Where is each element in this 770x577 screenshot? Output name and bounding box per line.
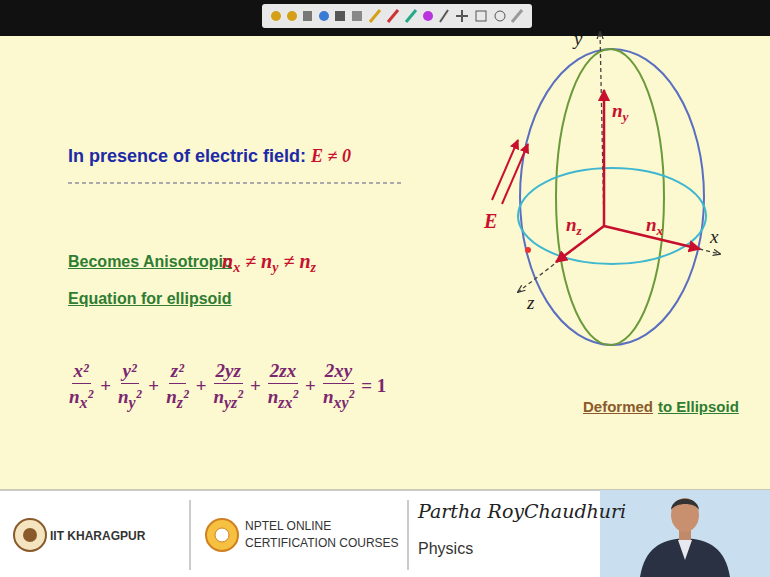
caption-word: Deformed <box>583 398 653 415</box>
field-label: E <box>484 210 497 233</box>
equation-operator: + <box>305 375 316 397</box>
denominator: nx² <box>67 384 95 412</box>
equation-operator: + <box>148 375 159 397</box>
denominator: nxy² <box>321 384 356 412</box>
equation-operator: + <box>196 375 207 397</box>
numerator: x² <box>72 360 91 384</box>
presenter <box>640 498 730 577</box>
caption-word: to Ellipsoid <box>658 398 739 415</box>
axis-label: y <box>574 28 582 50</box>
numerator: 2zx <box>268 360 298 384</box>
z-axis <box>518 226 604 292</box>
nptel-logo <box>215 528 229 542</box>
nptel-logo <box>206 519 238 551</box>
index-label: nx <box>646 214 663 236</box>
fraction: 2zxnzx² <box>266 360 300 412</box>
footer-divider <box>190 500 191 570</box>
anisotropy-condition: nx ≠ ny ≠ nz <box>222 250 316 273</box>
numerator: y² <box>121 360 139 384</box>
numerator: 2yz <box>214 360 243 384</box>
field-arrow <box>492 140 518 200</box>
presenter-name: Partha RoyChaudhuri <box>418 500 626 522</box>
footer-text: IIT KHARAGPUR <box>50 529 145 543</box>
index-label: ny <box>612 100 628 122</box>
fraction: 2yznyz² <box>211 360 244 412</box>
ny-arrow <box>603 90 606 226</box>
fraction: z²nz² <box>164 360 190 412</box>
field-arrow <box>502 144 528 204</box>
equation-operator: = 1 <box>361 375 386 397</box>
iit-logo <box>14 519 46 551</box>
footer-band <box>0 490 770 577</box>
heading-label: Becomes Anisotropic <box>68 253 232 271</box>
fraction: x²nx² <box>67 360 95 412</box>
equation-operator: + <box>100 375 111 397</box>
toolbar-icons <box>271 10 522 22</box>
pointer-dot <box>525 247 531 253</box>
slide-title: In presence of electric field: E ≠ 0 <box>68 146 351 167</box>
footer-text: NPTEL ONLINE <box>245 519 331 533</box>
heading-label: Equation for ellipsoid <box>68 290 232 308</box>
fraction: 2xynxy² <box>321 360 356 412</box>
top-band <box>0 0 770 36</box>
horizontal-ellipse <box>518 168 706 264</box>
ellipsoid-equation: x²nx²+y²ny²+z²nz²+2yznyz²+2zxnzx²+2xynxy… <box>66 360 390 412</box>
axis-label: z <box>527 292 534 314</box>
denominator: nyz² <box>211 384 244 412</box>
dashed-rule <box>68 182 402 184</box>
footer-text: Physics <box>418 540 473 558</box>
y-axis <box>600 32 604 226</box>
vertical-ellipse <box>556 49 664 345</box>
footer-text: CERTIFICATION COURSES <box>245 536 399 550</box>
index-label: nz <box>566 214 582 236</box>
iit-logo <box>23 528 37 542</box>
numerator: 2xy <box>323 360 354 384</box>
fraction: y²ny² <box>116 360 143 412</box>
toolbar <box>262 4 532 28</box>
footer-divider <box>408 500 409 570</box>
outer-ellipse <box>520 49 704 345</box>
numerator: z² <box>169 360 186 384</box>
axis-label: x <box>710 226 718 248</box>
denominator: ny² <box>116 384 143 412</box>
denominator: nzx² <box>266 384 300 412</box>
denominator: nz² <box>164 384 190 412</box>
equation-operator: + <box>250 375 261 397</box>
